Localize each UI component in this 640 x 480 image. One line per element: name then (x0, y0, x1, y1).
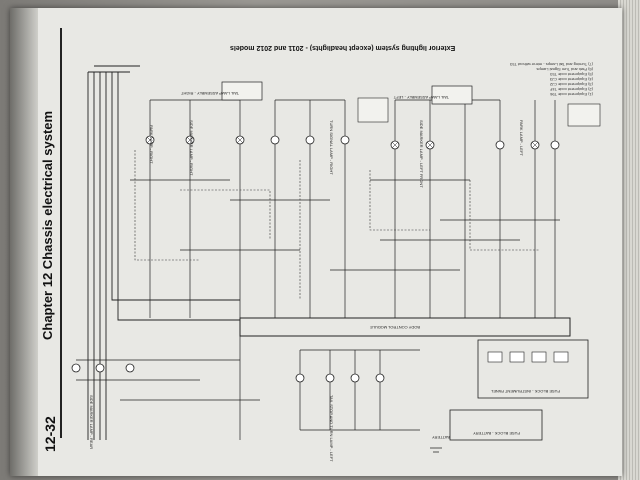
lamp-labels: PARK LAMP - RIGHT SIDE MARKER LAMP - RIG… (89, 91, 524, 462)
battery-label: BATTERY (432, 435, 450, 440)
lamp-label: TAIL LAMP ASSEMBLY - LEFT (393, 95, 449, 100)
tail-lamp-assembly-right-box (221, 81, 263, 101)
front-lamp-symbols (145, 135, 560, 150)
fuses (487, 351, 569, 363)
lamp-label: SIDE MARKER LAMP - RIGHT (189, 120, 194, 176)
rear-lamp-symbols (71, 363, 385, 383)
fuse-panel-box (477, 339, 589, 399)
lamp-label: SIDE MARKER LAMP - LEFT FRONT (419, 120, 424, 188)
mirror-passenger-box (357, 97, 389, 123)
body-control-module-label: BODY CONTROL MODULE (370, 325, 420, 330)
note: (4) Equipment code CJ3 (549, 77, 593, 82)
page-stack-edge (618, 0, 640, 480)
fuse-block-battery-box (449, 409, 543, 441)
note: (5) Equipment code T53 (550, 72, 593, 77)
lamp-label: TAIL STOP AND TURN LAMP - LEFT (329, 395, 334, 462)
ground-symbol (430, 447, 442, 453)
note: (2) Equipment code T4F (549, 87, 593, 92)
note: (7) Turning and Tail Lamps - mirror with… (510, 62, 593, 67)
shielded-wires (134, 150, 540, 300)
bus-wires (87, 65, 240, 440)
note: (6) Park and Turn Signal Lamps (536, 67, 593, 72)
lamp-filament-marks (146, 136, 539, 149)
body-control-module-box (239, 317, 571, 337)
notes-block: (1) Equipment code T96 (2) Equipment cod… (510, 62, 593, 97)
note: (1) Equipment code T96 (550, 92, 593, 97)
header-rule (60, 28, 62, 438)
rear-lamp-wiring (76, 336, 420, 440)
lamp-label: SIDE MARKER LAMP - REAR (89, 395, 94, 449)
fuse-block-battery-label: FUSE BLOCK - BATTERY (473, 431, 520, 436)
note: (3) Equipment code CJ2 (549, 82, 593, 87)
lamp-label: PARK LAMP - LEFT (519, 120, 524, 156)
lamp-label: TURN SIGNAL LAMP - RIGHT (329, 120, 334, 175)
mirror-driver-box (567, 103, 601, 127)
fuse-panel-label: FUSE BLOCK - INSTRUMENT PANEL (490, 389, 560, 394)
lamp-label: PARK LAMP - RIGHT (149, 125, 154, 164)
lamp-label: TAIL LAMP ASSEMBLY - RIGHT (180, 91, 239, 96)
tail-lamp-assembly-left-box (431, 85, 473, 105)
book-spine (10, 8, 38, 476)
